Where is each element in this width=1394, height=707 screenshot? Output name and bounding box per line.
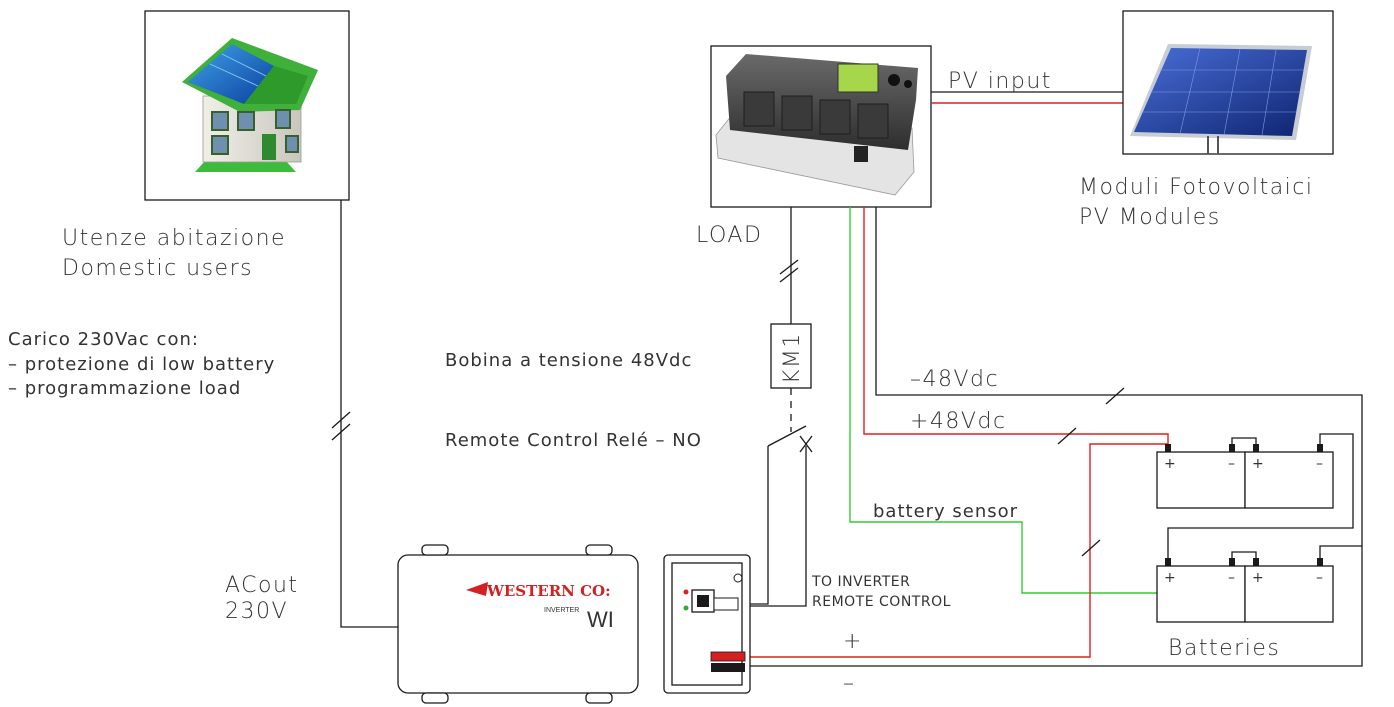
relay-label: Remote Control Relé – NO	[445, 430, 702, 451]
inverter-icon: WESTERN CO: INVERTER WI	[397, 544, 639, 704]
battery-icon	[1156, 444, 1246, 509]
load-note-title: Carico 230Vac con:	[8, 329, 199, 350]
svg-text:–: –	[1316, 456, 1324, 472]
svg-text:+: +	[1252, 570, 1264, 586]
battery-sensor-wire	[849, 207, 1157, 594]
house-block	[144, 10, 350, 201]
pv-label-en: PV Modules	[1079, 205, 1221, 230]
dc-wire-slashes	[1057, 387, 1125, 557]
solar-panel-icon	[1130, 44, 1312, 154]
battery-bank	[1156, 433, 1362, 623]
to-inverter-label-2: REMOTE CONTROL	[812, 594, 951, 610]
inverter-model: WI	[587, 607, 614, 632]
pv-input-label: PV input	[948, 69, 1052, 94]
pos48-label: +48Vdc	[910, 409, 1007, 434]
coil-label: Bobina a tensione 48Vdc	[445, 350, 692, 371]
km1-coil	[770, 323, 812, 389]
acout-label-2: 230V	[225, 599, 288, 624]
pv-label-it: Moduli Fotovoltaici	[1079, 175, 1314, 200]
svg-text:+: +	[1252, 456, 1264, 472]
house-label-en: Domestic users	[62, 256, 253, 281]
load-note-item-2: – programmazione load	[8, 378, 241, 399]
to-inverter-label-1: TO INVERTER	[811, 574, 910, 590]
inverter-connection-panel	[663, 554, 751, 694]
battery-icon	[1244, 444, 1334, 509]
svg-text:+: +	[1164, 570, 1176, 586]
charge-controller-icon	[715, 54, 918, 196]
load-note-item-1: – protezione di low battery	[8, 354, 275, 375]
neg48-wire	[750, 207, 1363, 667]
battery-sensor-label: battery sensor	[873, 501, 1018, 522]
svg-text:+: +	[1164, 456, 1176, 472]
inverter-positive-wire	[738, 443, 1168, 658]
battery-icon	[1156, 558, 1246, 623]
minus-label: –	[843, 671, 856, 696]
batteries-label: Batteries	[1168, 636, 1280, 661]
house-icon	[182, 38, 318, 172]
ac-output-wire	[340, 200, 398, 628]
load-label: LOAD	[696, 223, 762, 248]
inverter-word: INVERTER	[544, 607, 579, 614]
inverter-mounting-tabs	[421, 544, 613, 704]
ac-wire-slashes	[331, 411, 351, 441]
pos48-wire	[863, 207, 1169, 450]
km1-label: KM1	[780, 332, 805, 384]
inverter-brand: WESTERN CO:	[486, 582, 611, 600]
battery-polarity-labels: + – + – + – + –	[1164, 456, 1324, 586]
acout-label-1: ACout	[225, 573, 299, 598]
plus-label: +	[843, 629, 863, 654]
relay-switch-icon	[767, 425, 813, 453]
relay-wire-right	[738, 446, 807, 607]
svg-text:–: –	[1228, 456, 1236, 472]
battery-icon	[1244, 558, 1334, 623]
neg48-label: –48Vdc	[910, 367, 999, 392]
load-wire-slashes	[779, 259, 799, 283]
svg-text:–: –	[1228, 570, 1236, 586]
svg-text:–: –	[1316, 570, 1324, 586]
house-label-it: Utenze abitazione	[62, 226, 286, 251]
